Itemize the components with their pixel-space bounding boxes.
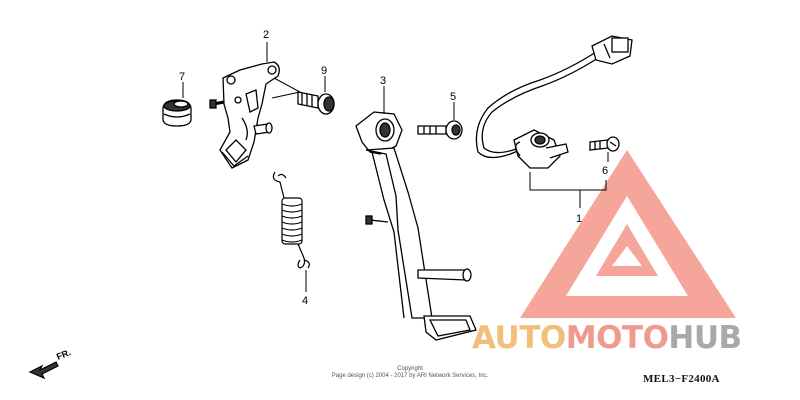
copyright-line-1: Copyright <box>397 366 423 372</box>
watermark-part-hub: HUB <box>668 320 742 356</box>
watermark-part-auto: AUTO <box>472 320 566 356</box>
watermark-logo-icon <box>520 150 736 318</box>
callout-5: 5 <box>450 91 456 103</box>
leader-1 <box>529 172 607 191</box>
callout-1: 1 <box>576 213 582 225</box>
part-5-bolt[interactable] <box>417 120 463 140</box>
leader-9a <box>271 77 302 99</box>
part-6-screw[interactable] <box>589 136 620 152</box>
watermark-text: AUTOMOTOHUB <box>472 318 742 358</box>
part-1-side-stand-switch[interactable] <box>475 35 633 169</box>
front-direction-arrow-icon <box>28 361 59 380</box>
callout-3: 3 <box>380 75 386 87</box>
front-direction-label: FR. <box>55 347 72 362</box>
part-3-side-stand[interactable] <box>355 111 477 341</box>
callout-9: 9 <box>321 65 327 77</box>
part-2-bracket[interactable] <box>209 61 280 169</box>
watermark-part-moto: MOTO <box>565 320 669 356</box>
diagram-code: MEL3−F2400A <box>643 373 720 385</box>
part-4-spring[interactable] <box>272 171 310 269</box>
callout-4: 4 <box>302 295 308 307</box>
callout-7: 7 <box>179 71 185 83</box>
copyright-notice: Copyright Page design (c) 2004 - 2017 by… <box>300 366 520 380</box>
part-7-grommet[interactable] <box>162 99 192 127</box>
copyright-line-2: Page design (c) 2004 - 2017 by ARI Netwo… <box>331 373 489 379</box>
callout-2: 2 <box>263 29 269 41</box>
part-9-bolt[interactable] <box>297 91 335 115</box>
callout-6: 6 <box>602 165 608 177</box>
